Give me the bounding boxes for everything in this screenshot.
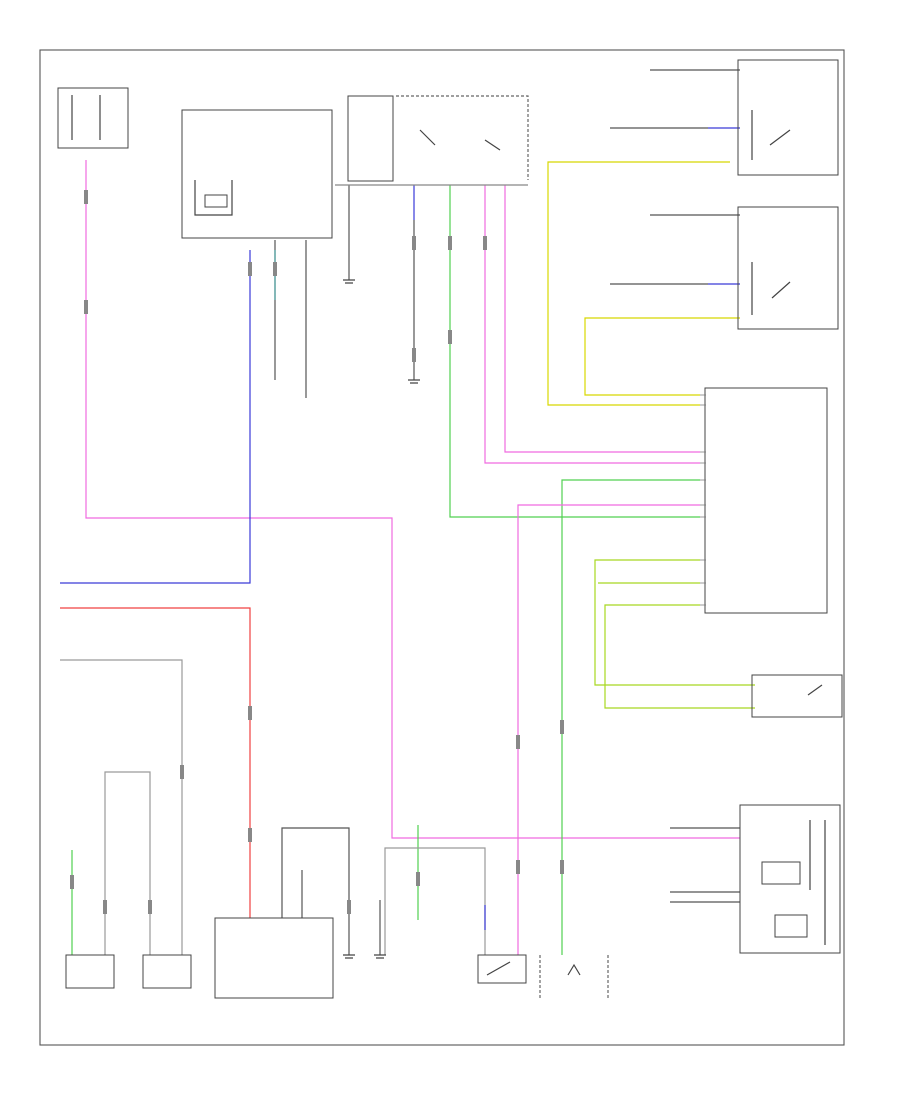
transmission-range-switch xyxy=(486,961,511,976)
ground-symbol xyxy=(343,279,355,284)
fuse-block-box xyxy=(65,954,115,989)
transmission-shift-lock-switch xyxy=(567,963,581,976)
connector-marker xyxy=(412,348,416,362)
connector-marker xyxy=(448,330,452,344)
afs-module-box xyxy=(704,387,828,614)
ground-symbol xyxy=(374,954,386,959)
wire-gray-trans-loop xyxy=(384,847,486,955)
ground-module-box xyxy=(142,954,192,989)
connector-marker xyxy=(516,735,520,749)
instrument-cluster-inner-1 xyxy=(761,861,801,885)
rear-diff-lock-frame xyxy=(396,95,529,180)
transmission-shift-lock-frame xyxy=(539,955,609,1000)
wire-gray-left xyxy=(60,659,183,955)
hot-run-relay-box xyxy=(57,87,129,149)
left-rear-motor-switch xyxy=(751,110,791,160)
wire-pink-main xyxy=(85,160,740,839)
diagram-frame xyxy=(39,49,845,1046)
connector-marker xyxy=(448,236,452,250)
connector-marker xyxy=(103,900,107,914)
rear-switch-box xyxy=(751,674,843,718)
connector-marker xyxy=(180,765,184,779)
wire-yellow-1 xyxy=(547,161,730,406)
connector-marker xyxy=(248,262,252,276)
connector-marker xyxy=(516,860,520,874)
connector-marker xyxy=(84,190,88,204)
connector-marker xyxy=(248,706,252,720)
hot-run-relay-switch xyxy=(71,95,101,140)
transfer-case-module-relay xyxy=(204,194,228,208)
transmission-range-box xyxy=(477,954,527,984)
wire-pink-afs-2 xyxy=(504,185,700,453)
afs-pins xyxy=(700,394,706,606)
instrument-cluster-box xyxy=(739,804,841,954)
wire-blue-horizontal xyxy=(60,250,251,584)
wire-dark-chassis-1 xyxy=(281,827,350,955)
connector-marker xyxy=(248,828,252,842)
connector-marker xyxy=(412,236,416,250)
connector-marker xyxy=(483,236,487,250)
connector-marker xyxy=(416,872,420,886)
wire-pink-afs-1 xyxy=(484,185,700,464)
connector-marker xyxy=(560,720,564,734)
wire-red-main xyxy=(60,607,251,918)
connector-marker xyxy=(347,900,351,914)
connector-marker xyxy=(84,300,88,314)
wire-yellow-2 xyxy=(584,317,740,396)
afs-pin xyxy=(700,394,706,606)
right-rear-motor-box xyxy=(737,206,839,330)
connector-marker xyxy=(273,262,277,276)
wire-yellowgreen-1 xyxy=(594,559,755,686)
ground-symbol xyxy=(408,379,420,384)
wires xyxy=(60,69,755,955)
right-rear-motor-switch xyxy=(751,262,791,315)
left-rear-motor-box xyxy=(737,59,839,176)
wire-pink-afs-down xyxy=(517,504,700,955)
ground-symbol xyxy=(343,954,355,959)
connector-marker xyxy=(560,860,564,874)
instrument-cluster-divider xyxy=(809,820,826,945)
rear-diff-lock-box xyxy=(347,95,394,182)
components xyxy=(57,59,843,1000)
chassis-control-module-box xyxy=(214,917,334,999)
instrument-cluster-inner-2 xyxy=(774,914,808,938)
rear-switch-contact xyxy=(807,684,823,696)
connector-marker xyxy=(70,875,74,889)
transfer-case-module-inner xyxy=(194,180,233,216)
connector-markers xyxy=(70,190,564,914)
wire-gray-loop xyxy=(104,771,151,955)
wire-yellowgreen-2 xyxy=(604,604,755,709)
transfer-case-module-box xyxy=(181,109,333,239)
wire-green-afs-down xyxy=(561,479,700,955)
connector-marker xyxy=(148,900,152,914)
wire-green-long xyxy=(449,185,700,518)
rear-diff-lock-switch xyxy=(419,129,501,151)
